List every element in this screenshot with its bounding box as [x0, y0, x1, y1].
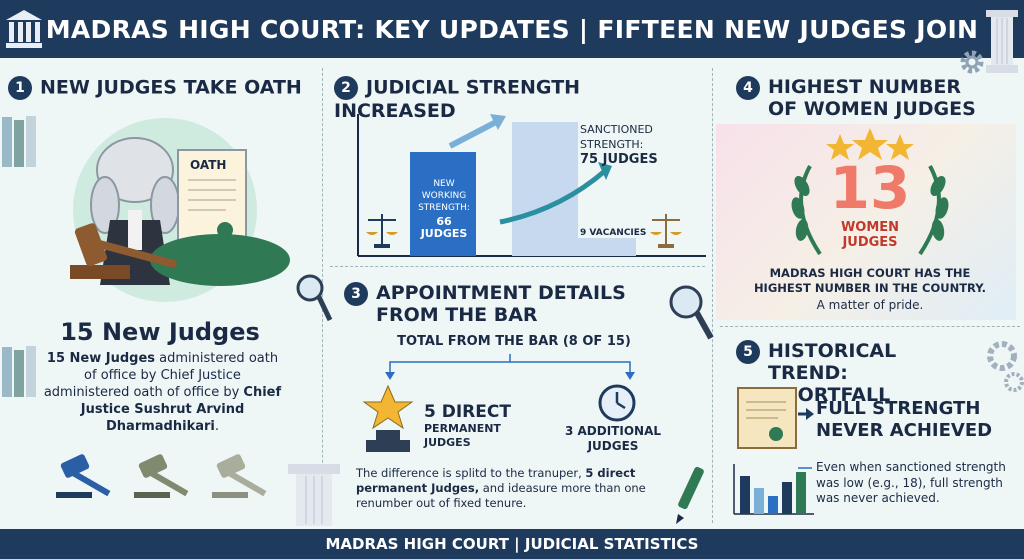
scales-icon: [650, 214, 682, 248]
magnifier-icon: [669, 285, 714, 340]
panel-number: 2: [334, 76, 358, 100]
clock-icon: [598, 384, 636, 422]
full-strength-headline: FULL STRENGTH NEVER ACHIEVED: [816, 398, 993, 441]
panel-number: 4: [736, 76, 760, 100]
panel-title: JUDICIAL STRENGTH INCREASED: [334, 76, 581, 122]
divider-1: [322, 68, 323, 523]
historical-bars-chart: [733, 464, 814, 515]
gavel-icon: [56, 454, 111, 498]
divider-3: [330, 266, 705, 267]
panel-title: HISTORICAL TREND: SHORTFALL: [768, 340, 897, 406]
pride-text: A matter of pride.: [816, 298, 924, 312]
books-icon: [2, 346, 36, 397]
divider-4: [720, 326, 1020, 327]
page-title: MADRAS HIGH COURT: KEY UPDATES | FIFTEEN…: [45, 14, 979, 44]
working-strength-bar: [410, 152, 476, 256]
gavel-icon: [134, 454, 189, 498]
panel-title: HIGHEST NUMBER OF WOMEN JUDGES: [768, 76, 976, 120]
panel-appointment-details: 3 APPOINTMENT DETAILS FROM THE BAR: [344, 282, 644, 326]
panel-new-judges: 1 NEW JUDGES TAKE OATH: [8, 76, 318, 100]
judge-oath-illustration: [70, 118, 290, 302]
footer-banner: MADRAS HIGH COURT | JUDICIAL STATISTICS: [0, 529, 1024, 559]
new-judges-description: 15 New Judges administered oath of offic…: [43, 351, 282, 434]
sanctioned-strength-label: SANCTIONED STRENGTH: 75 JUDGES: [580, 123, 658, 167]
pillar-icon: [986, 10, 1018, 73]
historical-description: Even when sanctioned strength was low (e…: [816, 460, 1006, 505]
panel-historical-trend: 5 HISTORICAL TREND: SHORTFALL: [736, 340, 976, 406]
panel-title: NEW JUDGES TAKE OATH: [40, 76, 302, 99]
panel-number: 1: [8, 76, 32, 100]
women-judges-card: [716, 124, 1016, 320]
oath-label: OATH: [190, 158, 227, 172]
books-icon: [2, 116, 36, 167]
strength-chart: [357, 114, 706, 257]
panel-number: 3: [344, 282, 368, 306]
magnifier-icon: [296, 274, 333, 322]
additional-judges: 3 ADDITIONAL JUDGES: [564, 424, 662, 453]
gear-icon: [960, 50, 984, 74]
gear-icon: [987, 341, 1024, 392]
pen-icon: [676, 466, 704, 524]
bracket-connector: [385, 354, 635, 380]
sanctioned-strength-bar: [512, 122, 578, 256]
women-judges-number: 13: [829, 154, 911, 222]
working-strength-label: NEW WORKING STRENGTH: 66 JUDGES: [418, 179, 470, 240]
vacancies-bar: [578, 238, 636, 256]
gavel-icon: [212, 454, 267, 498]
panel-women-judges: 4 HIGHEST NUMBER OF WOMEN JUDGES: [736, 76, 1016, 120]
header-banner: MADRAS HIGH COURT: KEY UPDATES | FIFTEEN…: [0, 0, 1024, 58]
panel-title: APPOINTMENT DETAILS FROM THE BAR: [376, 282, 626, 326]
direct-judges-label: PERMANENT JUDGES: [424, 422, 501, 449]
women-judges-caption: MADRAS HIGH COURT HAS THE HIGHEST NUMBER…: [753, 266, 987, 295]
panel-number: 5: [736, 340, 760, 364]
laurel-wreath-icon: [791, 128, 949, 256]
divider-2: [712, 68, 713, 523]
scroll-certificate-icon: [737, 387, 814, 449]
courthouse-icon: [6, 10, 42, 48]
women-judges-label: WOMEN JUDGES: [840, 220, 900, 250]
bar-total: TOTAL FROM THE BAR (8 OF 15): [397, 334, 631, 349]
vacancies-label: 9 VACANCIES: [580, 228, 647, 238]
appointment-description: The difference is splitd to the tranuper…: [356, 466, 646, 510]
scales-icon: [366, 214, 398, 248]
pillar-icon: [288, 464, 340, 526]
footer-text: MADRAS HIGH COURT | JUDICIAL STATISTICS: [325, 535, 699, 553]
star-trophy-icon: [362, 384, 414, 452]
new-judges-headline: 15 New Judges: [60, 318, 260, 346]
direct-judges-count: 5 DIRECT: [424, 402, 511, 422]
